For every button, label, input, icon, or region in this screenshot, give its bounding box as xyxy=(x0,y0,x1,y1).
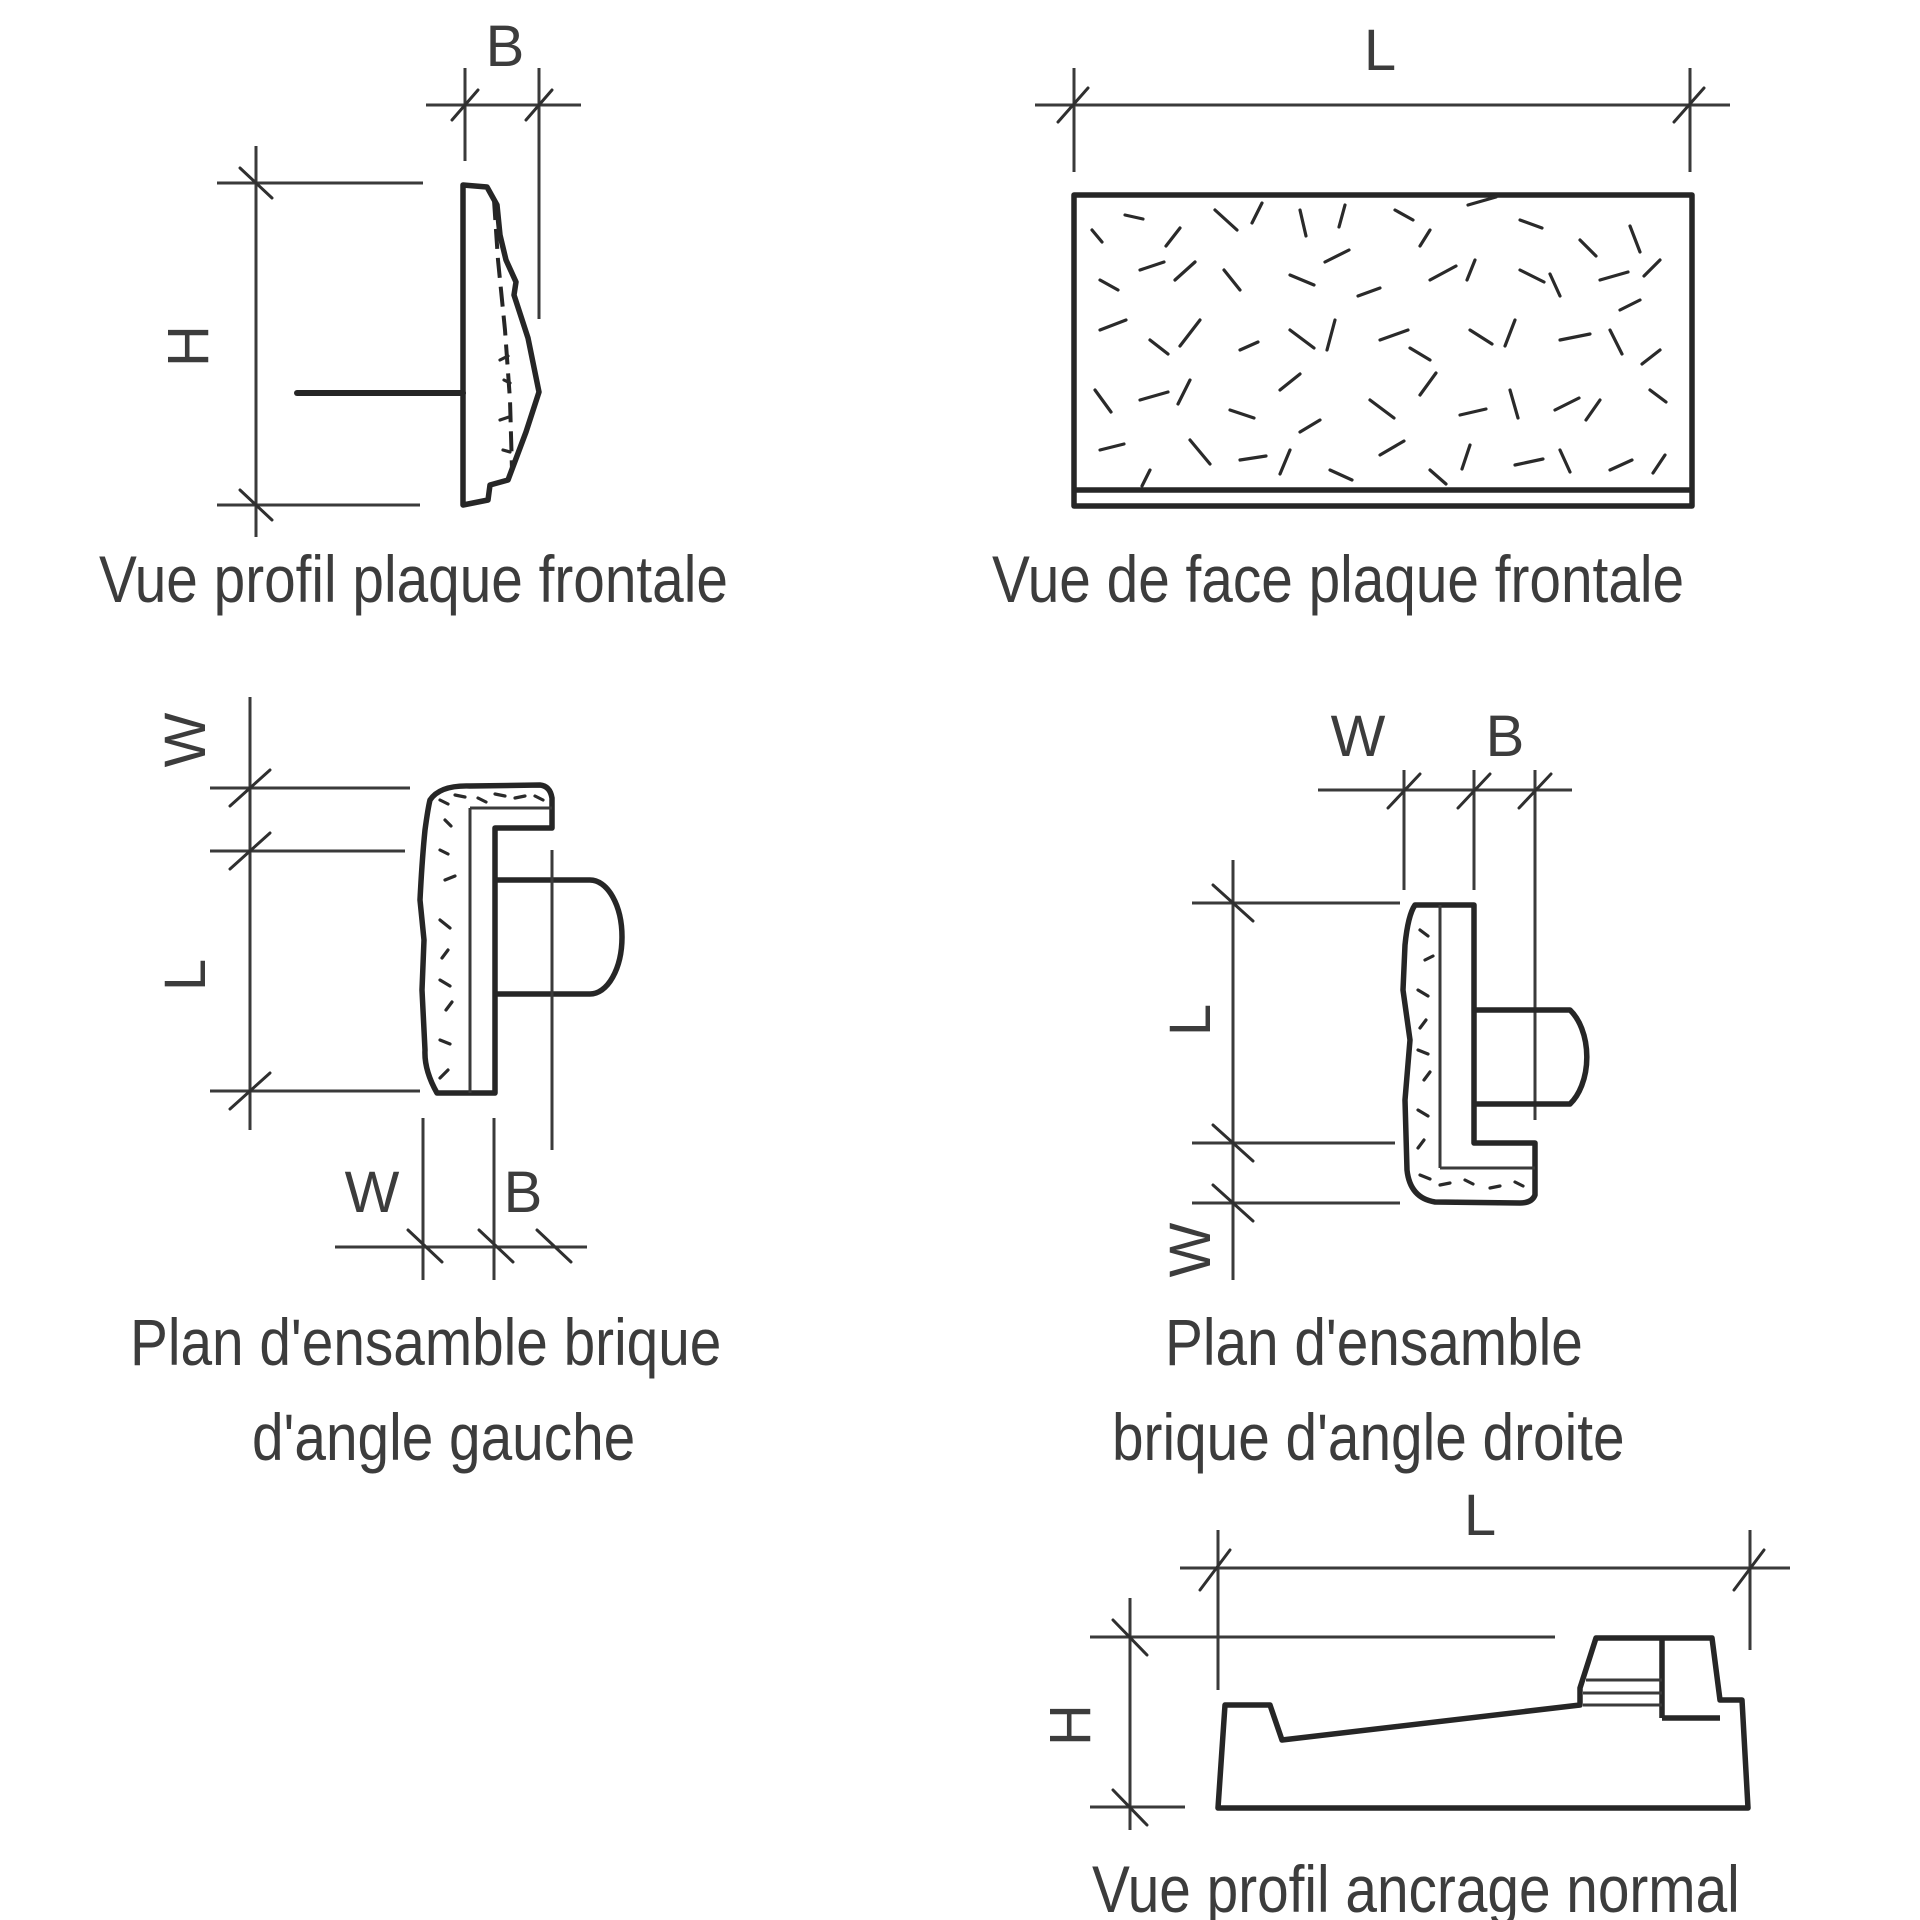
dim-label-h: H xyxy=(1038,1704,1103,1746)
dim-label-w-bottom: W xyxy=(345,1160,400,1225)
dim-label-b-top: B xyxy=(1486,704,1525,769)
aggregate-texture xyxy=(438,792,545,1080)
dim-label-w-top: W xyxy=(1331,704,1386,769)
aggregate-texture xyxy=(1090,195,1668,488)
dim-label-w-top: W xyxy=(153,712,218,767)
panel-normal-anchor-profile: L H Vue profil ancrage normal xyxy=(1038,1483,1790,1920)
caption-profile-front-plate: Vue profil plaque frontale xyxy=(99,543,728,617)
dim-label-w-bottom: W xyxy=(1158,1222,1223,1277)
dim-label-b: B xyxy=(486,14,525,79)
caption-right-corner-line1: Plan d'ensamble xyxy=(1165,1306,1583,1380)
caption-left-corner-line2: d'angle gauche xyxy=(252,1401,635,1475)
dim-label-b-bottom: B xyxy=(504,1160,543,1225)
caption-face-front-plate: Vue de face plaque frontale xyxy=(992,543,1684,617)
panel-profile-front-plate: B H Vue profil plaque frontale xyxy=(99,14,728,617)
caption-normal-anchor: Vue profil ancrage normal xyxy=(1092,1853,1740,1920)
dim-label-l: L xyxy=(1464,1483,1496,1548)
dim-label-l: L xyxy=(153,959,218,991)
panel-face-front-plate: L Vue de face plaque frontale xyxy=(992,18,1730,617)
dim-label-l: L xyxy=(1364,18,1396,83)
caption-right-corner-line2: brique d'angle droite xyxy=(1112,1401,1625,1475)
aggregate-texture xyxy=(1416,928,1525,1190)
caption-left-corner-line1: Plan d'ensamble brique xyxy=(130,1306,721,1380)
panel-right-corner-brick: W B L W Plan d'ensamble brique d'angle d… xyxy=(1112,704,1625,1475)
panel-left-corner-brick: W L W B Plan d'ensamble brique d'angle g… xyxy=(130,697,721,1475)
dim-label-l: L xyxy=(1158,1004,1223,1036)
dim-label-h: H xyxy=(156,325,221,367)
